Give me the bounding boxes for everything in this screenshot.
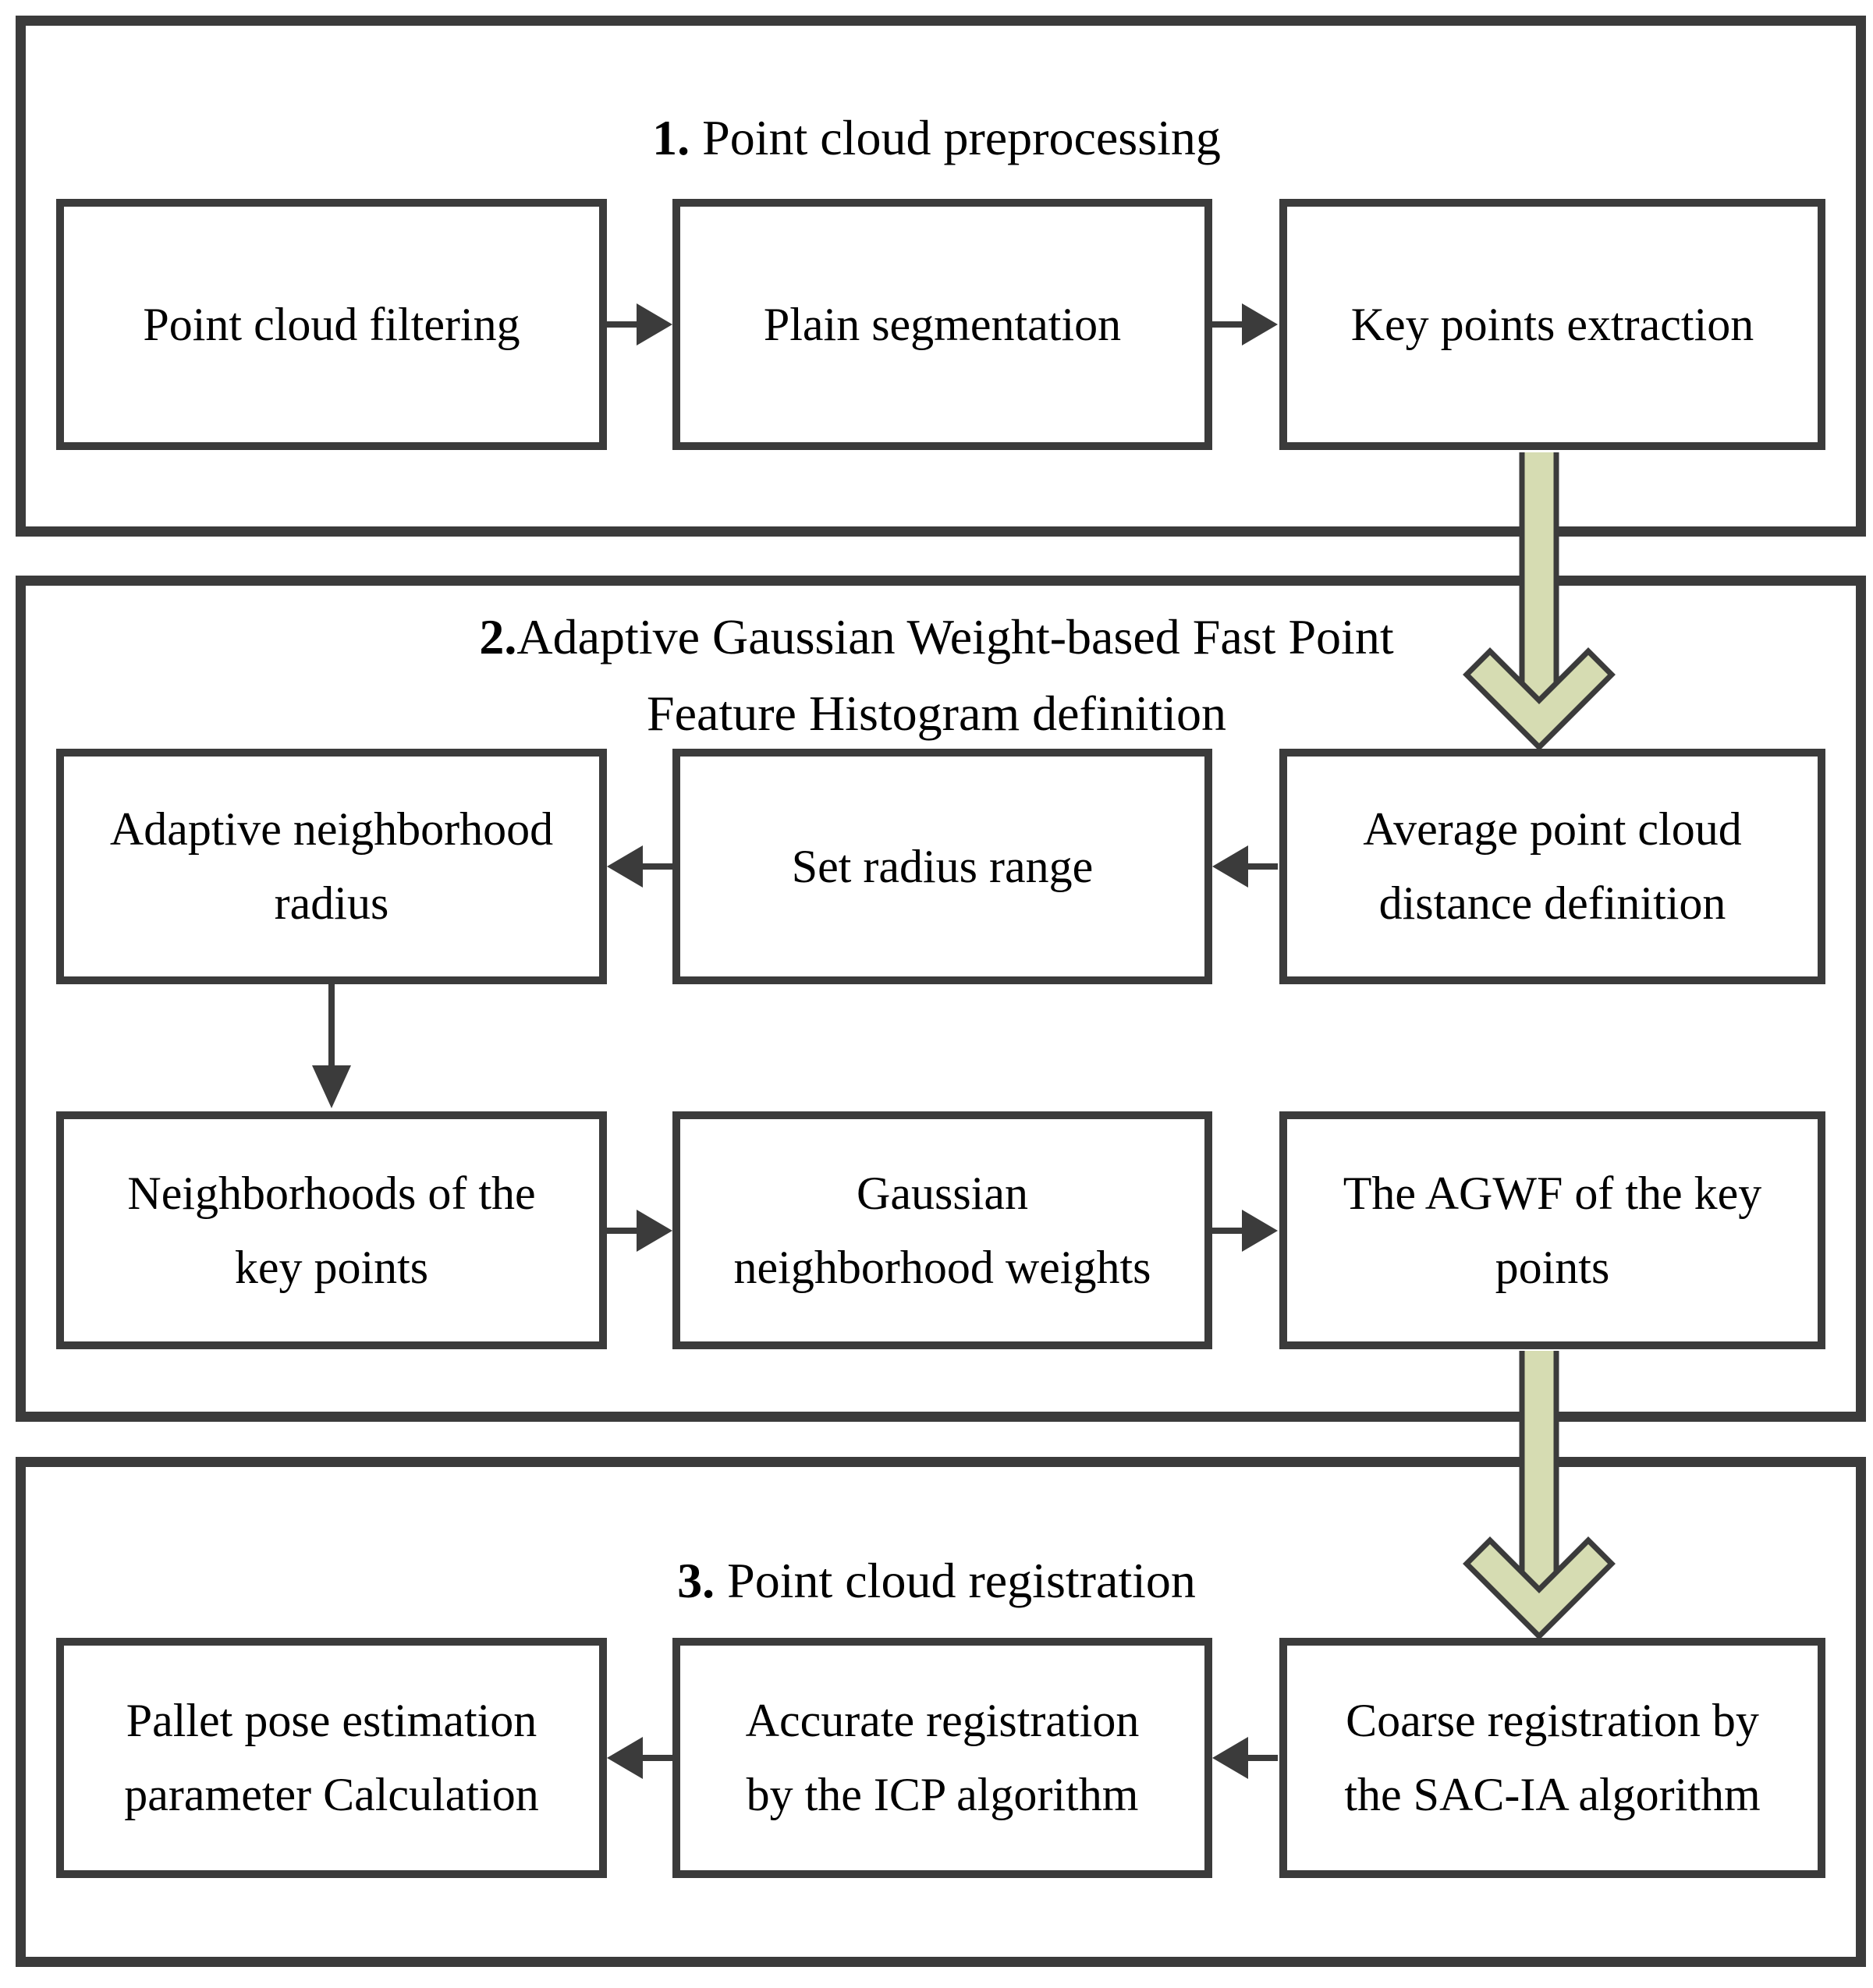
big-arrow-down-icon (1459, 1351, 1619, 1638)
arrow-left-icon (1211, 842, 1279, 891)
box-label: Neighborhoods of the (127, 1167, 536, 1219)
section-3-number: 3. (677, 1553, 715, 1608)
box-agwf-of-key-points: The AGWF of the key points (1279, 1111, 1825, 1349)
box-key-points-extraction: Key points extraction (1279, 199, 1825, 450)
box-label: parameter Calculation (124, 1769, 539, 1820)
big-arrow-down-icon (1459, 452, 1619, 752)
arrow-right-icon (1211, 299, 1279, 349)
box-label: neighborhood weights (733, 1241, 1151, 1293)
box-label: Set radius range (791, 840, 1094, 892)
box-label: by the ICP algorithm (746, 1769, 1139, 1820)
box-plain-segmentation: Plain segmentation (672, 199, 1212, 450)
box-label: Coarse registration by (1346, 1695, 1759, 1746)
box-point-cloud-filtering: Point cloud filtering (56, 199, 607, 450)
box-set-radius-range: Set radius range (672, 749, 1212, 984)
arrow-down-icon (307, 984, 357, 1110)
box-label: Pallet pose estimation (126, 1695, 537, 1746)
arrow-left-icon (1211, 1733, 1279, 1783)
box-label: radius (274, 877, 389, 929)
box-label: Gaussian (857, 1167, 1028, 1219)
arrow-right-icon (605, 299, 674, 349)
section-2-title-line1: Adaptive Gaussian Weight-based Fast Poin… (516, 609, 1394, 664)
box-label: the SAC-IA algorithm (1344, 1769, 1761, 1820)
box-label: The AGWF of the key (1343, 1167, 1762, 1219)
box-gaussian-neighborhood-weights: Gaussian neighborhood weights (672, 1111, 1212, 1349)
section-1-number: 1. (652, 110, 690, 165)
arrow-right-icon (605, 1206, 674, 1256)
section-1-title: 1. Point cloud preprocessing (0, 100, 1873, 176)
section-3-title: 3. Point cloud registration (0, 1543, 1873, 1619)
section-2-title-line2: Feature Histogram definition (647, 686, 1226, 741)
box-label: distance definition (1378, 877, 1726, 929)
box-adaptive-neighborhood-radius: Adaptive neighborhood radius (56, 749, 607, 984)
box-label: Accurate registration (745, 1695, 1140, 1746)
arrow-left-icon (605, 842, 674, 891)
box-label: key points (234, 1241, 429, 1293)
box-average-point-cloud-distance-definition: Average point cloud distance definition (1279, 749, 1825, 984)
box-label: Average point cloud (1363, 803, 1742, 855)
section-2-agwf-definition (16, 576, 1866, 1422)
section-3-title-text: Point cloud registration (715, 1553, 1196, 1608)
arrow-left-icon (605, 1733, 674, 1783)
section-1-title-text: Point cloud preprocessing (690, 110, 1221, 165)
box-label: Point cloud filtering (143, 298, 520, 350)
box-neighborhoods-of-key-points: Neighborhoods of the key points (56, 1111, 607, 1349)
box-label: Adaptive neighborhood (109, 803, 554, 855)
box-label: Plain segmentation (763, 298, 1122, 350)
section-2-number: 2. (479, 609, 517, 664)
section-2-title: 2.Adaptive Gaussian Weight-based Fast Po… (0, 599, 1873, 752)
section-3-point-cloud-registration (16, 1457, 1866, 1967)
box-label: Key points extraction (1350, 298, 1754, 350)
arrow-right-icon (1211, 1206, 1279, 1256)
box-pallet-pose-estimation-parameter-calculation: Pallet pose estimation parameter Calcula… (56, 1638, 607, 1878)
box-label: points (1495, 1241, 1610, 1293)
box-accurate-registration-icp: Accurate registration by the ICP algorit… (672, 1638, 1212, 1878)
box-coarse-registration-sac-ia: Coarse registration by the SAC-IA algori… (1279, 1638, 1825, 1878)
section-1-point-cloud-preprocessing (16, 16, 1866, 537)
